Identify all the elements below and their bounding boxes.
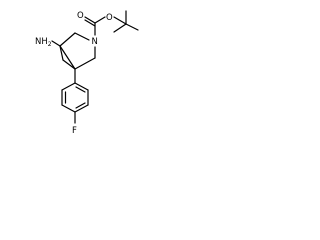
ester-oxygen-label: O [106, 13, 113, 23]
bond-c-amine-bridge [59, 45, 64, 61]
bicyclic-core [51, 32, 96, 70]
bond-ester-o-carbonyl-c [94, 16, 106, 24]
bond-meta-para-right-double [75, 102, 86, 109]
amine-label-subscript: 2 [48, 41, 52, 48]
bond-tbu-c-methyl-left [113, 23, 127, 33]
bond-carbonyl-c-o-2 [84, 19, 96, 27]
amine-label-main: NH [35, 37, 48, 47]
ring-nitrogen-label: N [92, 37, 98, 47]
bond-carbonyl-c-o-1 [84, 16, 96, 24]
bond-ipso-ortho-left [61, 82, 76, 91]
bond-c-amine-c-aryl [59, 45, 76, 70]
bond-ch2-right-c-aryl [74, 57, 96, 70]
amine-label: NH2 [35, 37, 52, 48]
bond-meta-para-left [61, 104, 76, 113]
bond-ipso-ortho-right-double [75, 86, 86, 93]
bond-tbu-c-ester-o [113, 16, 127, 25]
bond-ipso-ortho-right [74, 82, 89, 91]
fluorine-label: F [72, 126, 77, 136]
bond-c-amine-nh2 [51, 40, 61, 47]
bond-tbu-c-methyl-right [125, 23, 139, 31]
boc-group [84, 16, 127, 36]
atom-labels: NH2 N O O F [35, 11, 113, 136]
structure-diagram: NH2 N O O F [35, 10, 139, 136]
fluorophenyl-ring [61, 68, 89, 124]
bond-ring-n-ch2-top [74, 32, 90, 41]
bond-ch2-top-c-amine [59, 32, 76, 47]
bond-meta-para-right [74, 104, 89, 113]
tert-butyl-group [113, 10, 139, 33]
bond-bridge-c-aryl [62, 59, 76, 70]
carbonyl-oxygen-label: O [77, 11, 84, 21]
